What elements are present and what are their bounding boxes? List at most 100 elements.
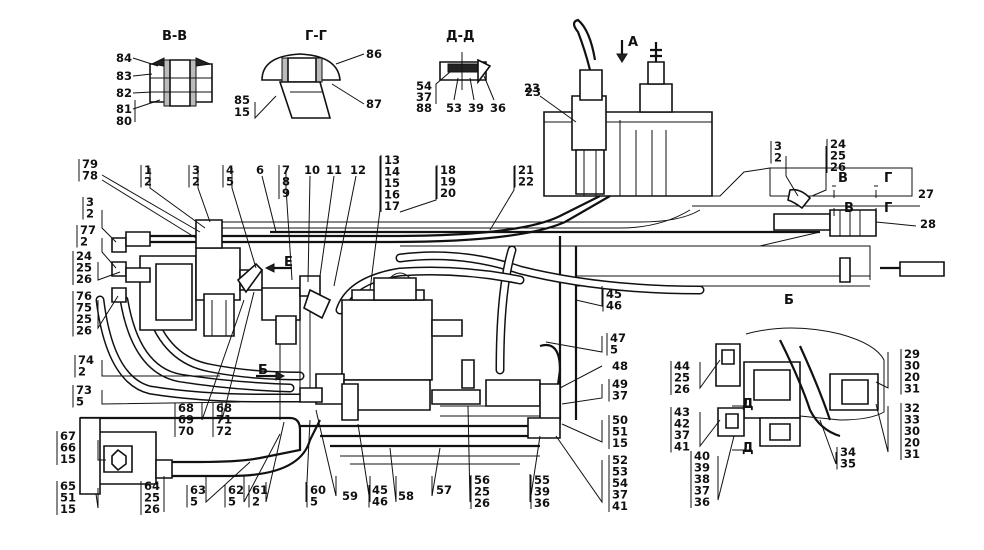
callout-number: 13 [384, 153, 400, 167]
callout-c-3-2c: 32 [82, 195, 94, 221]
callout-c-12: 12 [350, 163, 366, 177]
callout-number: 68 [216, 401, 232, 415]
view-b-title: Б [784, 293, 794, 308]
callout-number: 19 [440, 175, 456, 189]
section-d-d-title: Д-Д [446, 29, 475, 44]
callout-number: 21 [518, 163, 534, 177]
callout-number: 2 [78, 365, 86, 379]
detail-view-b: Б [715, 293, 885, 451]
callout-number: 67 [60, 429, 76, 443]
callout-c-60-5: 605 [306, 483, 326, 509]
callout-number: 26 [674, 382, 690, 396]
callout-number: 77 [80, 223, 96, 237]
callout-number: 36 [534, 496, 550, 510]
section-g-g: Г-Г 86 87 85 15 [234, 29, 382, 120]
callout-c-11: 11 [326, 163, 342, 177]
callout-c-74-2: 742 [74, 353, 94, 379]
callout-number: 25 [76, 312, 92, 326]
callout-number: 45 [606, 287, 622, 301]
callout-number: 79 [82, 157, 98, 171]
callout-number: 28 [920, 217, 936, 231]
view-marker-e: Е [284, 255, 293, 270]
callout-number: 20 [904, 370, 920, 384]
callout-number: 40 [694, 449, 710, 463]
callout-number: 76 [76, 289, 92, 303]
callout-number: 10 [304, 163, 320, 177]
callout-number: 11 [326, 163, 342, 177]
callout-number: 18 [440, 163, 456, 177]
view-marker-g1: Г [884, 171, 892, 186]
callout-number: 43 [674, 405, 690, 419]
callout-c-4-5: 45 [222, 163, 234, 189]
callout-number: 61 [252, 483, 268, 497]
callout-number: 64 [144, 479, 160, 493]
callout-number: 5 [226, 175, 234, 189]
callout-number: 2 [80, 235, 88, 249]
left-tank [79, 417, 173, 495]
svg-text:15: 15 [234, 105, 250, 119]
callout-number: 37 [612, 389, 628, 403]
callout-number: 44 [674, 359, 690, 373]
callout-number: 41 [674, 440, 690, 454]
cabin-contour [688, 167, 920, 210]
callout-number: 53 [612, 465, 628, 479]
callout-number: 74 [78, 353, 94, 367]
callout-number: 25 [144, 491, 160, 505]
callout-c-77-2: 772 [76, 223, 96, 249]
callout-c-1-2: 12 [140, 163, 152, 189]
callout-c-47-5: 475 [606, 331, 626, 357]
svg-text:82: 82 [116, 86, 132, 100]
callout-c-28: 28 [920, 217, 936, 231]
view-marker-d1: Д [742, 397, 754, 412]
svg-text:88: 88 [416, 101, 432, 115]
callout-number: 6 [256, 163, 264, 177]
callout-number: 15 [384, 176, 400, 190]
callout-number: 54 [612, 476, 628, 490]
callout-number: 30 [904, 359, 920, 373]
callout-c-27: 27 [918, 187, 934, 201]
svg-text:84: 84 [116, 51, 132, 65]
svg-text:54: 54 [416, 79, 432, 93]
callout-number: 26 [76, 324, 92, 338]
callout-number: 33 [904, 413, 920, 427]
view-markers: Е Б В В Г Г Д Д [256, 171, 892, 456]
callout-c-57: 57 [436, 483, 452, 497]
callout-number: 20 [440, 186, 456, 200]
svg-text:80: 80 [116, 114, 132, 128]
callout-number: 24 [76, 249, 92, 263]
callout-number: 45 [372, 483, 388, 497]
svg-text:83: 83 [116, 69, 132, 83]
callout-number: 1 [144, 163, 152, 177]
section-g-g-title: Г-Г [305, 29, 327, 44]
callout-number: 16 [384, 188, 400, 202]
callout-number: 24 [830, 137, 846, 151]
callout-c-3-2a: 32 [188, 163, 200, 189]
callout-number: 58 [398, 489, 414, 503]
callout-number: 31 [904, 382, 920, 396]
callout-number: 49 [612, 377, 628, 391]
callout-number: 47 [610, 331, 626, 345]
view-marker-a: А [628, 35, 638, 50]
left-valve-block [111, 219, 332, 345]
callout-number: 51 [60, 491, 76, 505]
callout-c-10: 10 [304, 163, 320, 177]
section-d-d: Д-Д 54 37 88 53 39 36 [416, 29, 506, 115]
callout-number: 26 [830, 160, 846, 174]
callout-number: 37 [694, 484, 710, 498]
callout-number: 31 [904, 447, 920, 461]
callout-number: 23 [524, 81, 540, 95]
callout-number: 5 [610, 343, 618, 357]
callout-number: 5 [76, 395, 84, 409]
callout-number: 68 [178, 401, 194, 415]
